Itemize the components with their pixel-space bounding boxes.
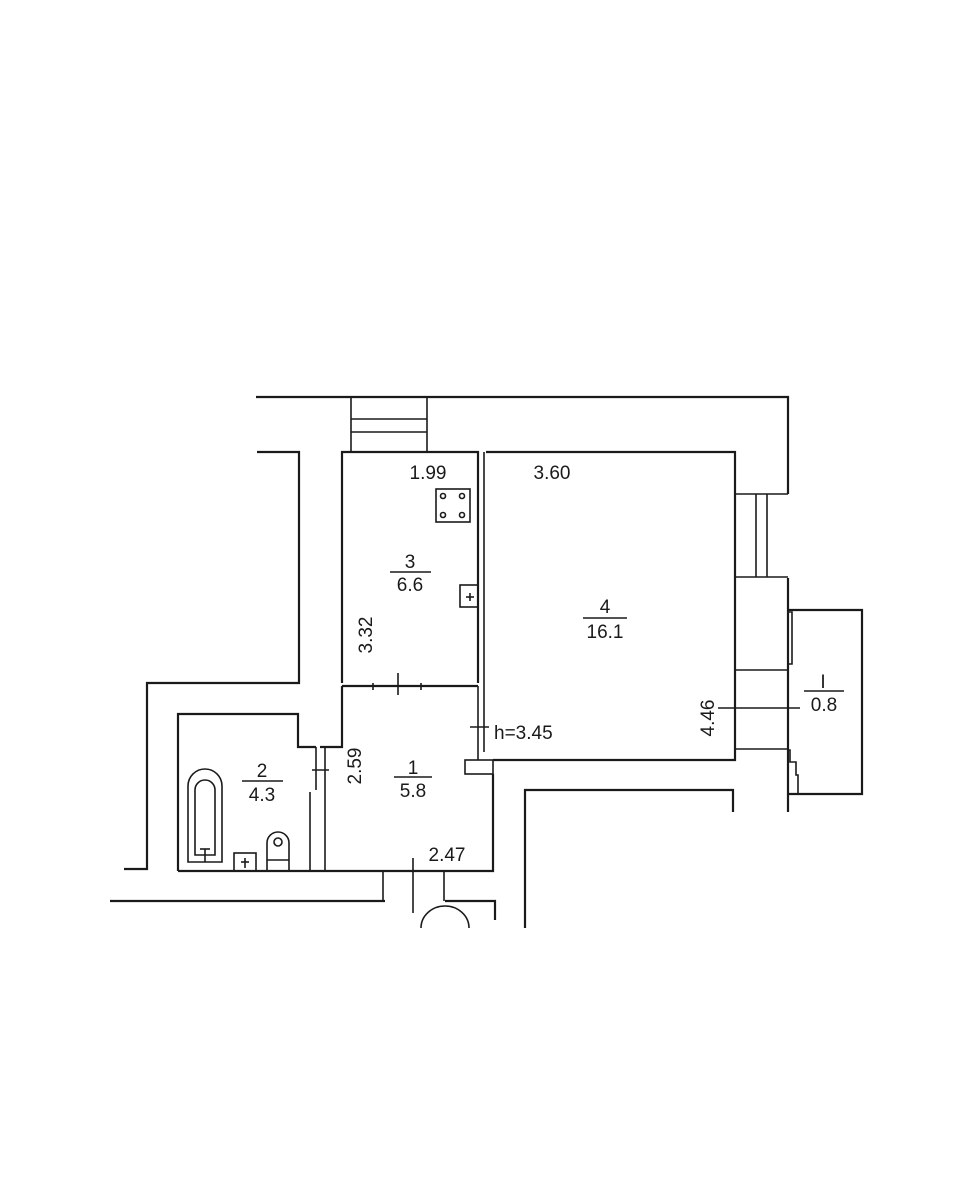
balcony-number: I xyxy=(820,672,825,693)
room-4 xyxy=(464,450,737,775)
dim-room3-length: 3.32 xyxy=(356,617,377,654)
room-3-area: 6.6 xyxy=(397,575,423,596)
room-3-number: 3 xyxy=(405,552,416,573)
room-4-number: 4 xyxy=(600,597,611,618)
room-1-number: 1 xyxy=(408,758,419,779)
room-1 xyxy=(309,686,495,913)
stove-icon xyxy=(435,488,471,523)
dim-room1-width: 2.47 xyxy=(429,845,466,866)
balcony-area: 0.8 xyxy=(811,695,837,716)
washbasin-icon xyxy=(233,852,257,872)
sink-icon xyxy=(459,584,479,608)
room-2-area: 4.3 xyxy=(249,785,275,806)
room-2-number: 2 xyxy=(257,761,268,782)
room-3 xyxy=(340,450,485,752)
room-4-area: 16.1 xyxy=(587,622,624,643)
top-window xyxy=(350,397,428,452)
dim-room3-width: 1.99 xyxy=(410,463,447,484)
right-window xyxy=(735,493,788,750)
room-1-area: 5.8 xyxy=(400,781,426,802)
dim-room4-width: 3.60 xyxy=(534,463,571,484)
balcony xyxy=(718,608,864,796)
ceiling-height: h=3.45 xyxy=(494,723,553,744)
door-swing xyxy=(420,905,470,929)
room-2 xyxy=(176,712,316,873)
bathtub-icon xyxy=(187,768,223,863)
outer-walls xyxy=(110,395,790,928)
dim-room4-length: 4.46 xyxy=(698,700,719,737)
dim-room1-length: 2.59 xyxy=(345,748,366,785)
toilet-icon xyxy=(266,831,290,871)
